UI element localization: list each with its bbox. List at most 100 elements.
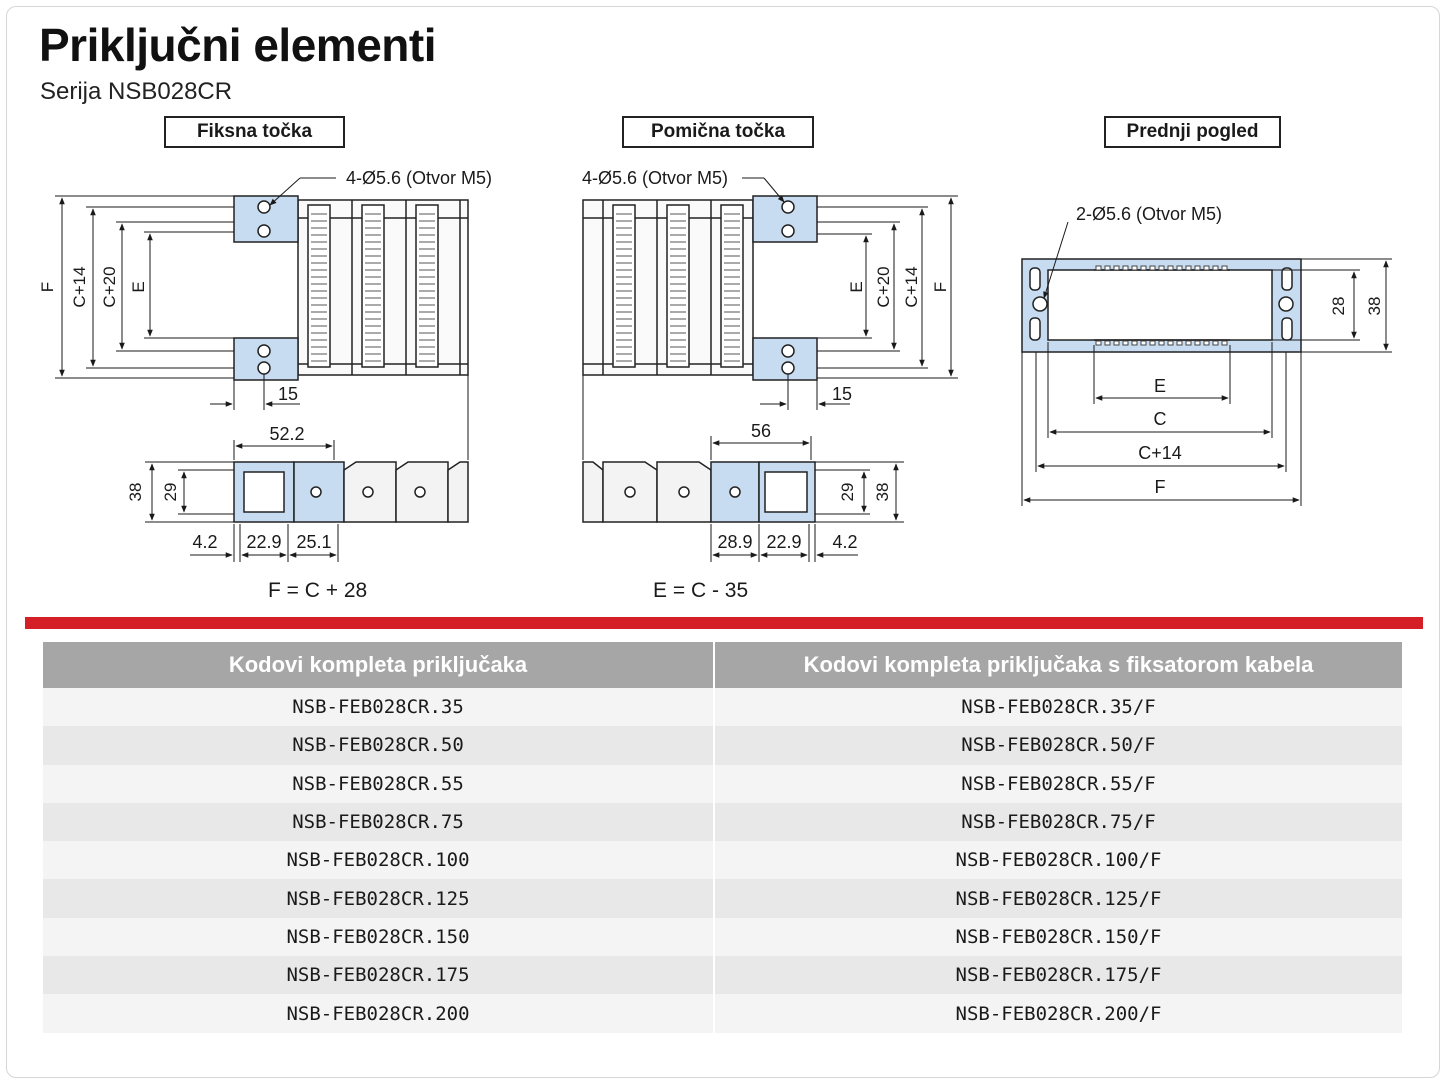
formula-moving: E = C - 35 (653, 579, 749, 602)
code-cell-fixator: NSB-FEB028CR.35/F (714, 688, 1402, 727)
code-cell: NSB-FEB028CR.100 (43, 841, 715, 880)
code-cell-fixator: NSB-FEB028CR.150/F (714, 917, 1402, 957)
front-tooth (1158, 265, 1165, 271)
front-tooth (1095, 340, 1102, 346)
moving-top-dims (742, 177, 958, 410)
fixed-hole-label: 4-Ø5.6 (Otvor M5) (346, 168, 492, 188)
moving-ladder-ticks (616, 213, 740, 362)
front-tooth (1194, 340, 1201, 346)
front-dim-F: F (1155, 477, 1166, 497)
header-connector-codes: Kodovi kompleta priključaka (43, 642, 715, 688)
code-cell-fixator: NSB-FEB028CR.200/F (714, 994, 1402, 1033)
front-tooth (1113, 340, 1120, 346)
moving-top-view (582, 195, 818, 381)
fixed-dim-15: 15 (278, 384, 298, 404)
code-cell-fixator: NSB-FEB028CR.100/F (714, 841, 1402, 880)
fixed-dim-E: E (129, 281, 148, 292)
fixed-dim-C14: C+14 (70, 266, 89, 307)
fixed-side-dims (145, 375, 469, 562)
front-tooth (1131, 340, 1138, 346)
fixed-dim-F: F (38, 282, 57, 292)
moving-dim-C14: C+14 (902, 266, 921, 307)
fixed-dim-22-9: 22.9 (246, 532, 281, 552)
code-cell: NSB-FEB028CR.150 (43, 917, 715, 957)
moving-dim-C20: C+20 (874, 266, 893, 307)
moving-dim-4-2: 4.2 (832, 532, 857, 552)
front-tooth (1221, 265, 1228, 271)
front-tooth (1140, 340, 1147, 346)
front-dim-38: 38 (1365, 297, 1384, 316)
moving-hole-label: 4-Ø5.6 (Otvor M5) (582, 168, 728, 188)
section-label-fixed: Fiksna točka (164, 116, 345, 148)
front-dim-28: 28 (1329, 297, 1348, 316)
front-tooth (1167, 340, 1174, 346)
code-cell: NSB-FEB028CR.75 (43, 802, 715, 842)
connector-codes-table: Kodovi kompleta priključaka Kodovi kompl… (43, 642, 1402, 1033)
front-tooth (1203, 340, 1210, 346)
moving-dim-15: 15 (832, 384, 852, 404)
front-tooth (1104, 340, 1111, 346)
fixed-dim-29: 29 (161, 483, 180, 502)
front-tooth (1122, 265, 1129, 271)
front-tooth (1140, 265, 1147, 271)
page-subtitle: Serija NSB028CR (40, 78, 233, 105)
front-tooth (1221, 340, 1228, 346)
page-frame (6, 6, 1440, 1078)
front-tooth (1095, 265, 1102, 271)
moving-dim-38: 38 (873, 483, 892, 502)
front-teeth (1095, 265, 1228, 346)
fixed-dim-C20: C+20 (100, 266, 119, 307)
code-cell: NSB-FEB028CR.200 (43, 994, 715, 1033)
moving-dim-29: 29 (838, 483, 857, 502)
fixed-top-view (233, 195, 469, 381)
section-label-front: Prednji pogled (1104, 116, 1281, 148)
front-tooth (1149, 265, 1156, 271)
front-tooth (1176, 340, 1183, 346)
front-tooth (1167, 265, 1174, 271)
code-cell: NSB-FEB028CR.50 (43, 726, 715, 765)
front-hole-label: 2-Ø5.6 (Otvor M5) (1076, 204, 1222, 224)
front-tooth (1122, 340, 1129, 346)
code-cell-fixator: NSB-FEB028CR.175/F (714, 956, 1402, 995)
code-cell: NSB-FEB028CR.125 (43, 879, 715, 918)
code-cell-fixator: NSB-FEB028CR.50/F (714, 726, 1402, 765)
front-tooth (1212, 340, 1219, 346)
moving-side-view (582, 461, 816, 523)
header-connector-codes-with-fixator: Kodovi kompleta priključaka s fiksatorom… (714, 642, 1402, 688)
front-tooth (1212, 265, 1219, 271)
moving-side-dims (582, 375, 904, 562)
code-cell-fixator: NSB-FEB028CR.125/F (714, 879, 1402, 918)
moving-dim-56: 56 (751, 421, 771, 441)
front-tooth (1131, 265, 1138, 271)
fixed-side-view (233, 461, 469, 523)
fixed-dim-25-1: 25.1 (296, 532, 331, 552)
code-cell: NSB-FEB028CR.175 (43, 956, 715, 995)
moving-dim-E: E (847, 281, 866, 292)
front-dim-C: C (1154, 409, 1167, 429)
front-tooth (1185, 265, 1192, 271)
front-tooth (1176, 265, 1183, 271)
fixed-dim-52-2: 52.2 (269, 424, 304, 444)
front-tooth (1185, 340, 1192, 346)
front-tooth (1203, 265, 1210, 271)
section-divider (25, 617, 1423, 629)
table-header-row: Kodovi kompleta priključaka Kodovi kompl… (43, 642, 1402, 688)
front-tooth (1149, 340, 1156, 346)
code-cell: NSB-FEB028CR.55 (43, 764, 715, 803)
fixed-top-dims (55, 177, 336, 410)
moving-dim-22-9: 22.9 (766, 532, 801, 552)
code-cell-fixator: NSB-FEB028CR.75/F (714, 802, 1402, 842)
front-tooth (1104, 265, 1111, 271)
front-dims (1021, 221, 1392, 506)
page-title: Priključni elementi (39, 19, 436, 71)
fixed-ladder-ticks (311, 213, 435, 362)
code-cell-fixator: NSB-FEB028CR.55/F (714, 764, 1402, 803)
